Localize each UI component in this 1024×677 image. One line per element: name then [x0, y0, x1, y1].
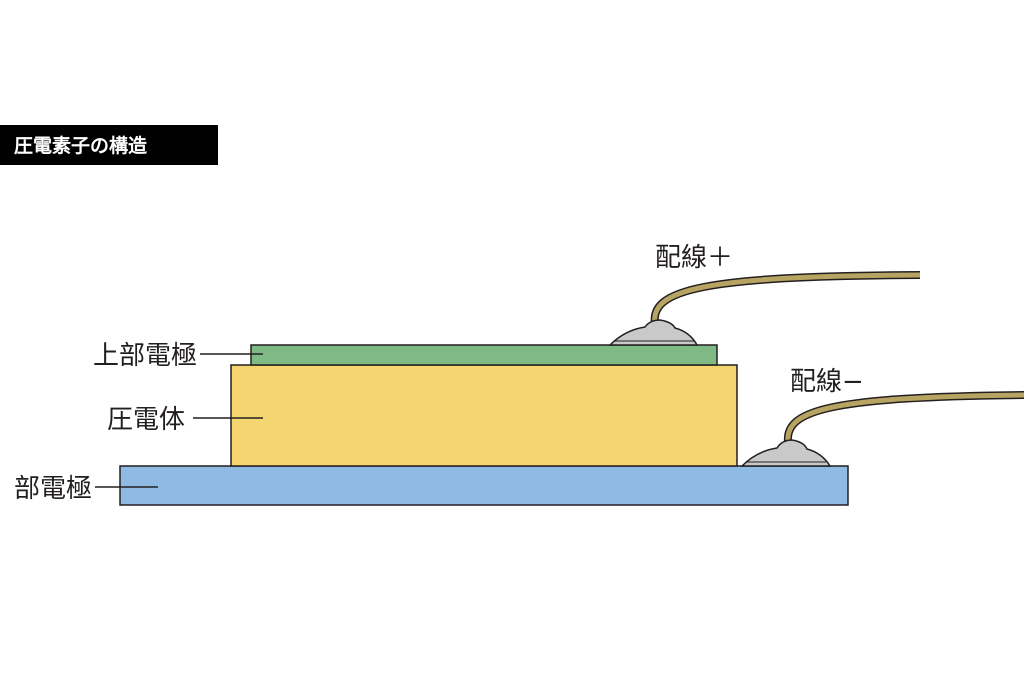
wire-plus-outline [650, 271, 921, 325]
label-bottom-electrode: 部電極 [14, 474, 92, 504]
solder-bump-plus [608, 319, 699, 346]
wire-minus-outline [783, 391, 1024, 443]
wire-minus [785, 392, 1024, 443]
label-wire-plus: 配線＋ [655, 243, 733, 273]
wire-plus [652, 272, 921, 325]
label-piezo-body: 圧電体 [107, 405, 185, 435]
piezo-body [230, 364, 738, 467]
label-top-electrode: 上部電極 [93, 341, 197, 371]
bottom-electrode [119, 465, 849, 506]
title-banner [0, 125, 218, 165]
label-wire-minus: 配線− [790, 367, 864, 397]
diagram-title: 圧電素子の構造 [14, 134, 148, 157]
solder-bump-minus [740, 439, 832, 467]
top-electrode [250, 344, 718, 366]
